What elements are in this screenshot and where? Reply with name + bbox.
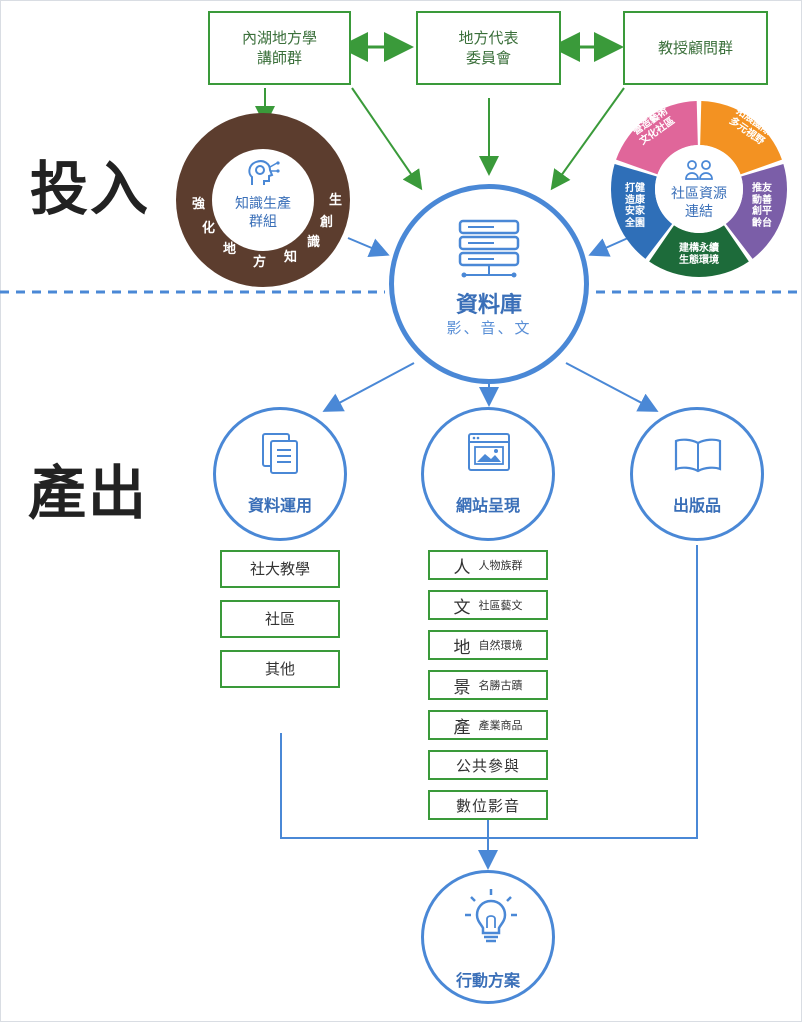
professor-advisor-box: 教授顧問群 bbox=[623, 11, 768, 85]
website-item-people-text: 人物族群 bbox=[478, 559, 523, 572]
data-usage-item-other-label: 其他 bbox=[264, 659, 295, 678]
website-item-nature: 地 自然環境 bbox=[428, 630, 548, 660]
ring-char-qiang: 強 bbox=[192, 197, 206, 212]
website-item-people-char: 人 bbox=[453, 557, 471, 578]
data-usage-item-community-label: 社區 bbox=[264, 609, 295, 628]
section-input-title: 投入 bbox=[30, 155, 151, 223]
knowledge-ring-center: 知識生產 群組 bbox=[212, 149, 314, 251]
professor-advisor-label: 教授顧問群 bbox=[657, 38, 733, 57]
ring-char-sheng: 生 bbox=[329, 193, 343, 208]
community-ring bbox=[611, 101, 787, 277]
action-plan-circle: 行動方案 bbox=[421, 870, 555, 1004]
knowledge-ring-center-label: 知識生產 群組 bbox=[235, 196, 291, 231]
website-item-media-text: 數位影音 bbox=[455, 796, 520, 815]
seg-label-age-friendly: 推友 動善 創平 齡台 bbox=[752, 183, 772, 229]
seg-eco bbox=[649, 225, 749, 277]
seg-health bbox=[611, 164, 673, 259]
community-ring-center-label: 社區資源 連結 bbox=[671, 186, 727, 221]
website-item-products-text: 產業商品 bbox=[478, 719, 523, 732]
website-item-people: 人 人物族群 bbox=[428, 550, 548, 580]
local-committee-label: 地方代表 委員會 bbox=[458, 28, 519, 67]
website-item-media: 數位影音 bbox=[428, 790, 548, 820]
ring-char-shi: 識 bbox=[307, 235, 321, 250]
seg-arts bbox=[616, 101, 698, 175]
browser-image-icon bbox=[468, 433, 510, 471]
lightbulb-icon bbox=[465, 889, 517, 943]
ring-char-chuang: 創 bbox=[320, 215, 334, 230]
website-item-landmarks-text: 名勝古蹟 bbox=[478, 679, 523, 692]
website-item-landmarks-char: 景 bbox=[453, 677, 471, 698]
section-output-title: 產出 bbox=[28, 459, 149, 527]
database-title: 資料庫 bbox=[455, 293, 522, 318]
website-item-products-char: 產 bbox=[453, 717, 471, 738]
data-usage-circle: 資料運用 bbox=[213, 407, 347, 541]
action-plan-label: 行動方案 bbox=[455, 971, 520, 990]
website-item-participation-text: 公共參與 bbox=[455, 756, 520, 775]
website-item-arts: 文 社區藝文 bbox=[428, 590, 548, 620]
website-item-products: 產 產業商品 bbox=[428, 710, 548, 740]
ring-char-hua: 化 bbox=[202, 221, 216, 236]
seg-label-health: 打健 造康 安家 全園 bbox=[625, 183, 645, 229]
ring-char-fang: 方 bbox=[253, 255, 267, 270]
website-circle: 網站呈現 bbox=[421, 407, 555, 541]
seg-international bbox=[700, 101, 782, 175]
database-subtitle: 影、音、文 bbox=[446, 319, 532, 337]
website-item-arts-char: 文 bbox=[453, 597, 471, 618]
data-usage-item-community: 社區 bbox=[220, 600, 340, 638]
data-usage-item-teaching-label: 社大教學 bbox=[249, 559, 310, 578]
publication-label: 出版品 bbox=[672, 496, 721, 515]
website-item-nature-text: 自然環境 bbox=[478, 639, 523, 652]
server-icon bbox=[458, 219, 520, 278]
ring-char-zhi: 知 bbox=[284, 250, 298, 265]
data-usage-label: 資料運用 bbox=[247, 496, 312, 515]
lecturer-group-label: 內湖地方學 講師群 bbox=[241, 28, 317, 67]
ring-char-di: 地 bbox=[223, 242, 237, 257]
publication-circle: 出版品 bbox=[630, 407, 764, 541]
website-item-landmarks: 景 名勝古蹟 bbox=[428, 670, 548, 700]
data-usage-item-teaching: 社大教學 bbox=[220, 550, 340, 588]
lecturer-group-box: 內湖地方學 講師群 bbox=[208, 11, 351, 85]
website-item-arts-text: 社區藝文 bbox=[478, 599, 523, 612]
database-circle: 資料庫 影、音、文 bbox=[389, 184, 589, 384]
website-item-participation: 公共參與 bbox=[428, 750, 548, 780]
seg-age-friendly bbox=[725, 164, 787, 259]
local-committee-box: 地方代表 委員會 bbox=[416, 11, 561, 85]
open-book-icon bbox=[674, 438, 722, 473]
data-usage-item-other: 其他 bbox=[220, 650, 340, 688]
knowledge-ring: 知識生產 群組 生 創 識 知 方 地 化 強 bbox=[176, 113, 350, 287]
seg-label-eco: 建構永續 生態環境 bbox=[679, 243, 719, 266]
website-label: 網站呈現 bbox=[455, 496, 520, 515]
document-copy-icon bbox=[262, 433, 298, 474]
head-gear-icon bbox=[248, 160, 280, 185]
website-item-nature-char: 地 bbox=[453, 637, 471, 658]
people-icon bbox=[685, 160, 713, 180]
